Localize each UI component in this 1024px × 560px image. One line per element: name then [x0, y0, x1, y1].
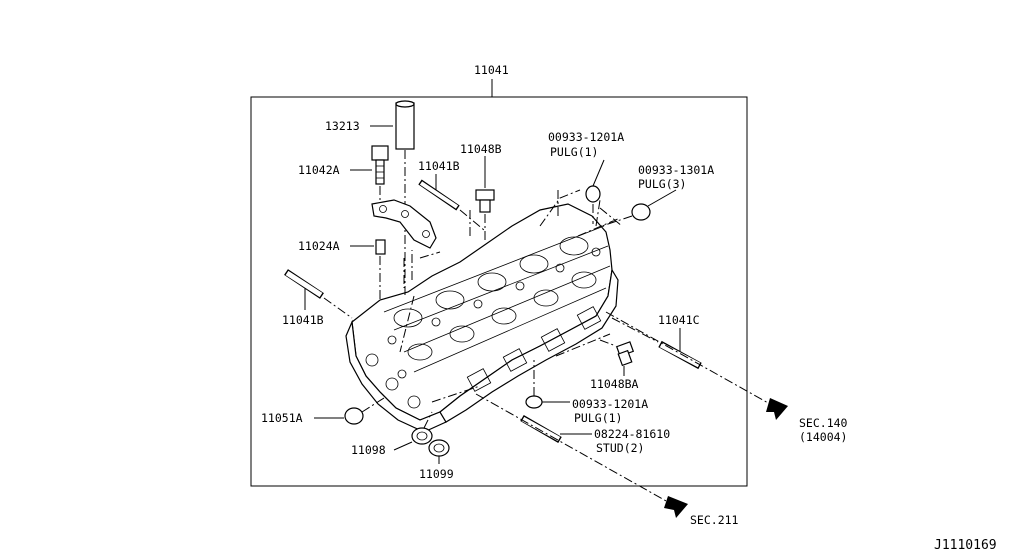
desc-08224-81610: STUD(2) [596, 441, 644, 455]
desc-00933-1201a-bottom: PULG(1) [574, 411, 622, 425]
part-11048ba[interactable] [599, 339, 635, 367]
sec211-dashed-line [475, 393, 669, 503]
part-11042a[interactable] [371, 145, 389, 206]
label-sec140-sub: (14004) [799, 430, 847, 444]
label-sec140[interactable]: SEC.140 [799, 416, 848, 430]
assembly-frame [250, 96, 748, 487]
label-11098: 11098 [351, 443, 386, 457]
label-08224-81610: 08224-81610 [594, 427, 670, 441]
leader-00933-1201a-top [592, 159, 605, 187]
label-sec211[interactable]: SEC.211 [690, 513, 739, 527]
sec140-arrow[interactable] [766, 398, 788, 420]
part-11099[interactable] [428, 439, 450, 457]
assembly-label: 11041 [474, 63, 509, 77]
part-00933-1301a[interactable] [601, 203, 651, 227]
part-11041b-top[interactable] [418, 179, 485, 231]
part-08224-81610[interactable] [520, 414, 562, 444]
sec140-dashed-line [605, 311, 771, 405]
desc-00933-1201a-top: PULG(1) [550, 145, 598, 159]
part-11098[interactable] [411, 411, 433, 445]
leader-11098 [393, 441, 413, 451]
part-00933-1201a-bottom[interactable] [525, 360, 543, 409]
phantom-lines [399, 189, 623, 403]
label-00933-1301a: 00933-1301A [638, 163, 714, 177]
label-00933-1201a-top: 00933-1201A [548, 130, 624, 144]
label-11051a: 11051A [261, 411, 303, 425]
part-11041b-left[interactable] [284, 269, 353, 319]
figure-id: J1110169 [934, 538, 997, 553]
label-00933-1201a-bottom: 00933-1201A [572, 397, 648, 411]
part-11051a[interactable] [344, 397, 385, 425]
label-11099: 11099 [419, 467, 454, 481]
desc-00933-1301a: PULG(3) [638, 177, 686, 191]
label-11041c: 11041C [658, 313, 700, 327]
part-13213[interactable] [395, 100, 415, 296]
sec211-arrow[interactable] [664, 496, 688, 518]
cylinder-head [345, 203, 619, 433]
label-11041b-top: 11041B [418, 159, 460, 173]
label-13213: 13213 [325, 119, 360, 133]
part-11024a[interactable] [375, 239, 386, 300]
bracket[interactable] [371, 199, 437, 249]
part-11048b[interactable] [475, 189, 495, 240]
leader-00933-1301a [647, 189, 677, 207]
label-11024a: 11024A [298, 239, 340, 253]
label-11042a: 11042A [298, 163, 340, 177]
label-11048ba: 11048BA [590, 377, 639, 391]
label-11048b: 11048B [460, 142, 502, 156]
part-11041c[interactable] [611, 317, 702, 370]
label-11041b-left: 11041B [282, 313, 324, 327]
